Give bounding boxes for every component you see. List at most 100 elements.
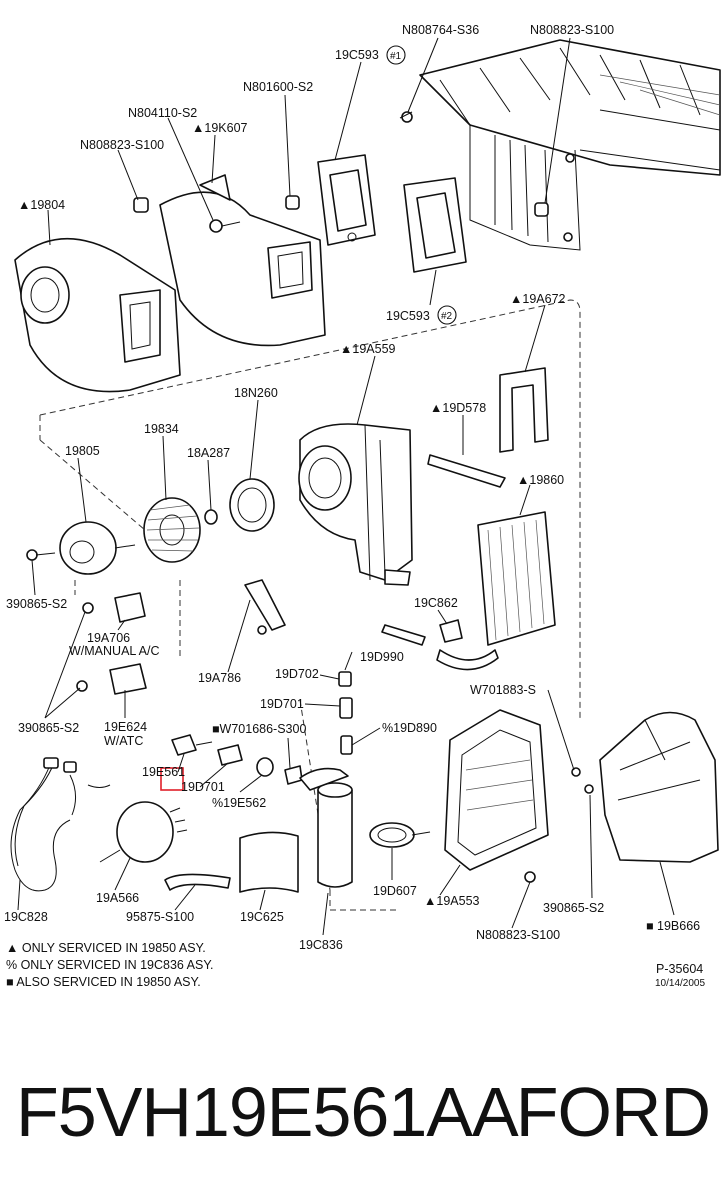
label-19K607: ▲19K607 — [192, 121, 248, 135]
vacuum-motor-19A566 — [99, 801, 188, 863]
hose-95875-S100 — [164, 873, 231, 891]
label-19C836: 19C836 — [299, 938, 343, 952]
label-19834: 19834 — [144, 422, 179, 436]
label-W701686-S300: ■W701686-S300 — [212, 722, 306, 736]
screw-N808764-S36 — [399, 111, 413, 123]
callout-2-text: #2 — [441, 311, 453, 322]
clamp-19C862 — [439, 619, 463, 643]
label-19A566: 19A566 — [96, 891, 139, 905]
scroll-housing-19A559 — [298, 423, 413, 586]
cover-19A553 — [444, 709, 549, 871]
evaporator-core-19860 — [436, 511, 556, 671]
legend-line-2: % ONLY SERVICED IN 19C836 ASY. — [6, 958, 214, 972]
seal-19A672 — [499, 367, 549, 453]
label-390865-S2-b: 390865-S2 — [18, 721, 79, 735]
duct-19B666 — [599, 711, 719, 863]
valve-19D701-a — [339, 697, 353, 719]
harness-19C828 — [10, 757, 111, 892]
valve-19D890 — [340, 735, 353, 755]
caption-bar: F5VH19E561AA FORD — [0, 1062, 728, 1162]
screw-N804110-S2 — [209, 219, 241, 233]
label-19C828: 19C828 — [4, 910, 48, 924]
legend-line-1: ▲ ONLY SERVICED IN 19850 ASY. — [6, 941, 206, 955]
label-N808823-S100-a: N808823-S100 — [80, 138, 164, 152]
part-number: F5VH19E561AA — [16, 1073, 519, 1151]
label-19A786: 19A786 — [198, 671, 241, 685]
nut-N801600-S2 — [285, 195, 300, 210]
label-19C593-1: 19C593 — [335, 48, 379, 62]
seal-18N260 — [229, 478, 275, 532]
label-19E624: 19E624 — [104, 720, 147, 734]
blower-housing-19K607 — [159, 174, 326, 347]
screws-390865-S2 — [76, 602, 94, 692]
bracket-19A786 — [244, 579, 286, 635]
label-N804110-S2: N804110-S2 — [128, 106, 197, 120]
switch-19E561 — [160, 734, 213, 791]
make-label: FORD — [515, 1073, 711, 1151]
label-19804: ▲19804 — [18, 198, 65, 212]
screws-lower — [524, 767, 594, 883]
highlight-box — [160, 767, 184, 791]
label-18N260: 18N260 — [234, 386, 278, 400]
ref-date: 10/14/2005 — [655, 978, 705, 989]
label-19D701-b: 19D701 — [181, 780, 225, 794]
valve-19D702 — [338, 671, 352, 687]
label-N801600-S2: N801600-S2 — [243, 80, 313, 94]
resistor-19E624 — [109, 663, 147, 695]
blower-wheel-19834 — [143, 497, 201, 563]
accumulator-19C836 — [299, 767, 353, 888]
label-19860: ▲19860 — [517, 473, 564, 487]
label-18A287: 18A287 — [187, 446, 230, 460]
shield-19C625 — [239, 831, 299, 893]
nut-N808823-S100-a — [133, 197, 149, 213]
label-19D990: 19D990 — [360, 650, 404, 664]
firewall-structure — [419, 39, 721, 251]
label-19A559: ▲19A559 — [340, 342, 396, 356]
label-19A553: ▲19A553 — [424, 894, 480, 908]
callout-1-text: #1 — [390, 51, 402, 62]
label-19D578: ▲19D578 — [430, 401, 486, 415]
seal-19D578 — [427, 454, 506, 488]
assembly-outline — [39, 299, 581, 911]
switch-19D990 — [381, 624, 426, 646]
legend-line-3: ■ ALSO SERVICED IN 19850 ASY. — [6, 975, 201, 989]
label-19A706: 19A706 — [87, 631, 130, 645]
label-W701883-S: W701883-S — [470, 683, 536, 697]
label-19D702: 19D702 — [275, 667, 319, 681]
label-390865-S2-a: 390865-S2 — [6, 597, 67, 611]
label-95875-S100: 95875-S100 — [126, 910, 194, 924]
label-N808764-S36: N808764-S36 — [402, 23, 479, 37]
label-19D890: %19D890 — [382, 721, 437, 735]
callout-2: #2 — [437, 305, 457, 325]
blower-motor-19805 — [26, 521, 136, 575]
label-19E562: %19E562 — [212, 796, 266, 810]
blower-housing-19804 — [14, 237, 181, 393]
label-19D701-a: 19D701 — [260, 697, 304, 711]
label-19D607: 19D607 — [373, 884, 417, 898]
label-w-atc: W/ATC — [104, 734, 143, 748]
label-19C862: 19C862 — [414, 596, 458, 610]
resistor-19A706 — [114, 592, 146, 623]
exploded-parts-diagram: ▲19804 N808823-S100 N804110-S2 ▲19K607 N… — [4, 23, 721, 989]
nut-N808823-S100-b — [534, 153, 575, 242]
label-19C593-2: 19C593 — [386, 309, 430, 323]
callout-1: #1 — [386, 45, 406, 65]
label-19B666: ■ 19B666 — [646, 919, 700, 933]
fitting-19D701-b — [217, 744, 243, 766]
label-w-manual-ac: W/MANUAL A/C — [69, 644, 160, 658]
label-N808823-S100-c: N808823-S100 — [476, 928, 560, 942]
gasket-19C593-2 — [403, 177, 467, 273]
ref-code: P-35604 — [656, 962, 703, 976]
strap-19D607 — [369, 822, 431, 848]
label-N808823-S100-b: N808823-S100 — [530, 23, 614, 37]
label-19C625: 19C625 — [240, 910, 284, 924]
label-390865-S2-c: 390865-S2 — [543, 901, 604, 915]
gasket-19C593-1 — [317, 154, 376, 246]
clip-18A287 — [204, 509, 218, 525]
fitting-19E562 — [256, 757, 274, 777]
label-19A672: ▲19A672 — [510, 292, 566, 306]
label-19E561: 19E561 — [142, 765, 185, 779]
leader-lines — [17, 37, 675, 936]
label-19805: 19805 — [65, 444, 100, 458]
fitting-W701686-S300 — [284, 765, 303, 785]
